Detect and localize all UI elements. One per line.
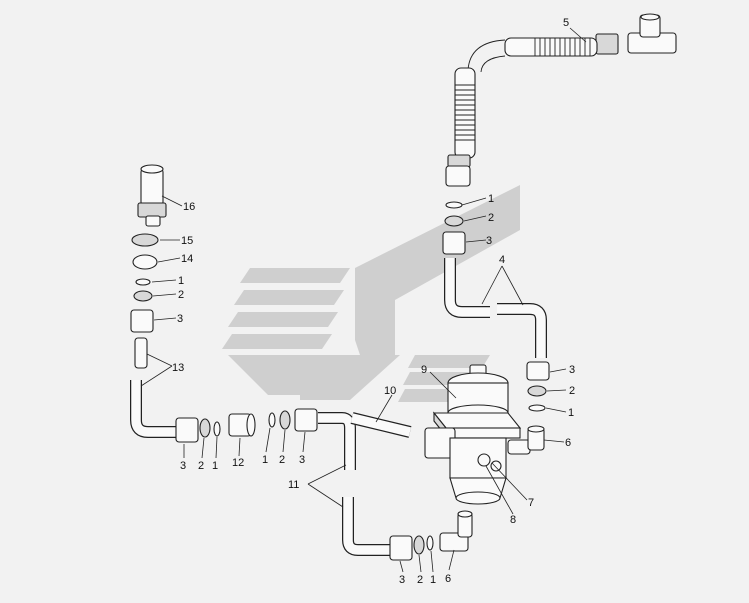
hose-bend-outer [467,39,506,71]
callout-2-bottom-c: 2 [417,574,423,586]
top-union-nut [442,231,466,255]
callout-7: 7 [528,497,534,509]
valve-front-port-b [490,460,502,472]
callout-1-top: 1 [488,193,494,205]
left-bent-tube [131,380,178,437]
hose-bend-inner [480,55,506,73]
top-washer [444,215,464,227]
bottom-left-fittings-row [175,408,318,443]
callout-9: 9 [421,364,427,376]
bottom-elbow-6-opening [457,510,473,518]
callout-1-left: 1 [178,275,184,287]
left-parts-column [130,164,178,438]
left-lock-washer [131,233,159,247]
callout-2-top: 2 [488,212,494,224]
callout-15: 15 [181,235,193,247]
tube-11-lower [343,497,392,555]
callout-2-bottom-b: 2 [279,454,285,466]
top-seal-ring [445,201,463,209]
callout-5: 5 [563,17,569,29]
left-seal-ring [135,278,151,286]
tube-10 [350,412,412,438]
bottom-fittings-row [389,510,473,561]
hose-corrugations-horizontal [534,38,591,56]
callout-3-bottom-a: 3 [180,460,186,472]
callout-4: 4 [499,254,505,266]
tubes-11 [318,412,392,556]
hose-nut [595,33,619,55]
right-washer [527,385,547,397]
callout-6-bottom: 6 [445,573,451,585]
valve-right-elbow-opening [527,425,545,433]
hose-lower-collar [447,154,471,168]
callout-6-right: 6 [565,437,571,449]
callout-3-right: 3 [569,364,575,376]
row-washer-a [199,418,211,438]
callout-3-left: 3 [177,313,183,325]
tube-4-left [445,258,490,317]
callout-16: 16 [183,201,195,213]
callout-10: 10 [384,385,396,397]
hose-horizontal-section [504,37,598,57]
tee-fitting-top-opening [640,13,660,21]
callout-3-bottom-b: 3 [299,454,305,466]
leader-lines [140,27,587,573]
callout-12: 12 [232,457,244,469]
callout-11: 11 [288,479,299,491]
valve-flange-front [445,427,521,439]
left-union-hex [137,202,167,218]
callout-1-bottom-a: 1 [212,460,218,472]
bottom-union-nut [389,535,413,561]
tube-4-right [497,304,546,358]
callout-1-bottom-b: 1 [262,454,268,466]
row-union-nut-a [175,417,199,443]
left-union-thread [145,215,161,227]
bottom-washer [413,535,425,555]
callout-numbers: 5 1 2 3 4 16 15 14 1 2 3 13 3 2 1 9 10 6… [172,17,575,586]
callout-3-top: 3 [486,235,492,247]
top-washer-nut-stack [442,201,466,255]
right-union-nut [526,361,550,381]
row-union-nut-b [294,408,318,432]
right-washer-nut-stack [526,361,550,412]
valve-front-port-a [477,453,491,467]
callout-8: 8 [510,514,516,526]
callout-2-right: 2 [569,385,575,397]
bottom-seal-ring [426,535,434,551]
row-seal-ring-b [268,412,276,428]
left-union-body [140,167,164,207]
tubes-4 [444,258,547,358]
callout-3-bottom-c: 3 [399,574,405,586]
flexible-hose-assembly [445,13,677,187]
callout-13: 13 [172,362,184,374]
callout-1-right: 1 [568,407,574,419]
right-seal-ring [528,404,546,412]
left-washer [133,290,153,302]
callout-14: 14 [181,253,193,265]
hose-lower-nut [445,165,471,187]
left-union-nut [130,309,154,333]
valve-assembly [424,364,545,505]
left-hex-nut [132,254,158,270]
left-union-top [140,164,164,174]
callout-2-left: 2 [178,289,184,301]
row-seal-ring-a [213,421,221,437]
valve-flange-top [432,412,522,429]
row-washer-b [279,410,291,430]
tube-11-upper [318,413,355,470]
valve-bottom-base [455,491,501,505]
adapter-12-end [246,413,256,437]
left-short-tube [134,337,148,369]
valve-right-elbow [507,439,531,455]
hose-vertical-section [454,67,476,159]
callout-2-bottom-a: 2 [198,460,204,472]
callout-1-bottom-c: 1 [430,574,436,586]
hose-corrugations-vertical [455,84,475,141]
